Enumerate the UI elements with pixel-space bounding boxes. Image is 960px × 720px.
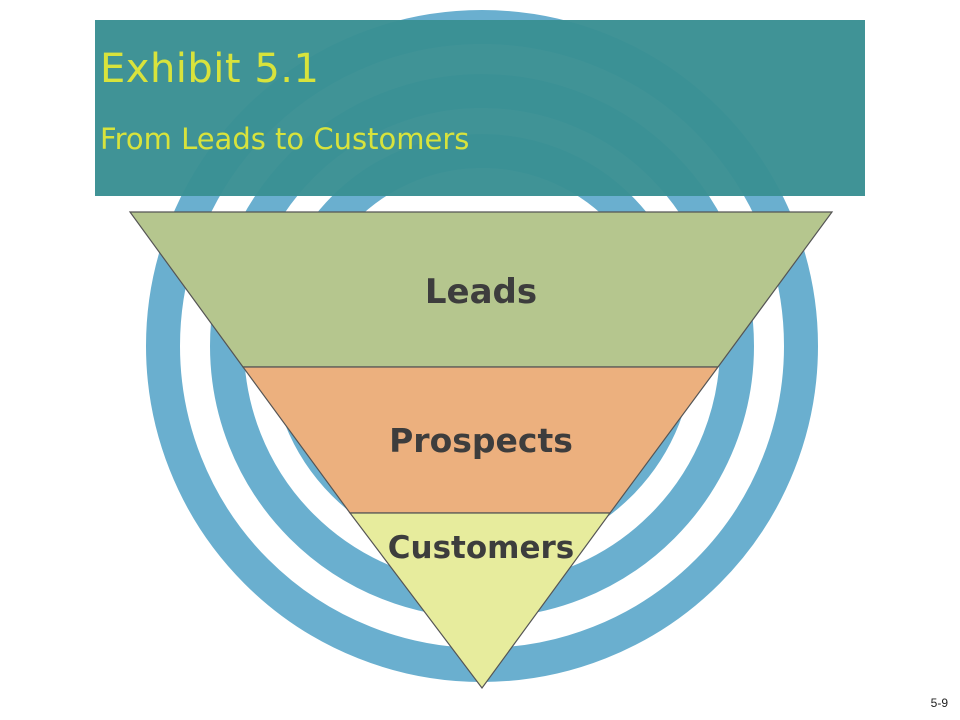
exhibit-title: Exhibit 5.1: [100, 46, 320, 92]
funnel-label-customers: Customers: [388, 530, 574, 566]
funnel: Leads Prospects Customers: [128, 211, 834, 690]
funnel-stage-customers: [348, 512, 612, 690]
funnel-label-prospects: Prospects: [389, 421, 573, 460]
funnel-label-leads: Leads: [425, 272, 537, 312]
slide-number: 5-9: [930, 696, 948, 710]
title-bar: [95, 20, 865, 196]
exhibit-subtitle: From Leads to Customers: [100, 122, 470, 156]
